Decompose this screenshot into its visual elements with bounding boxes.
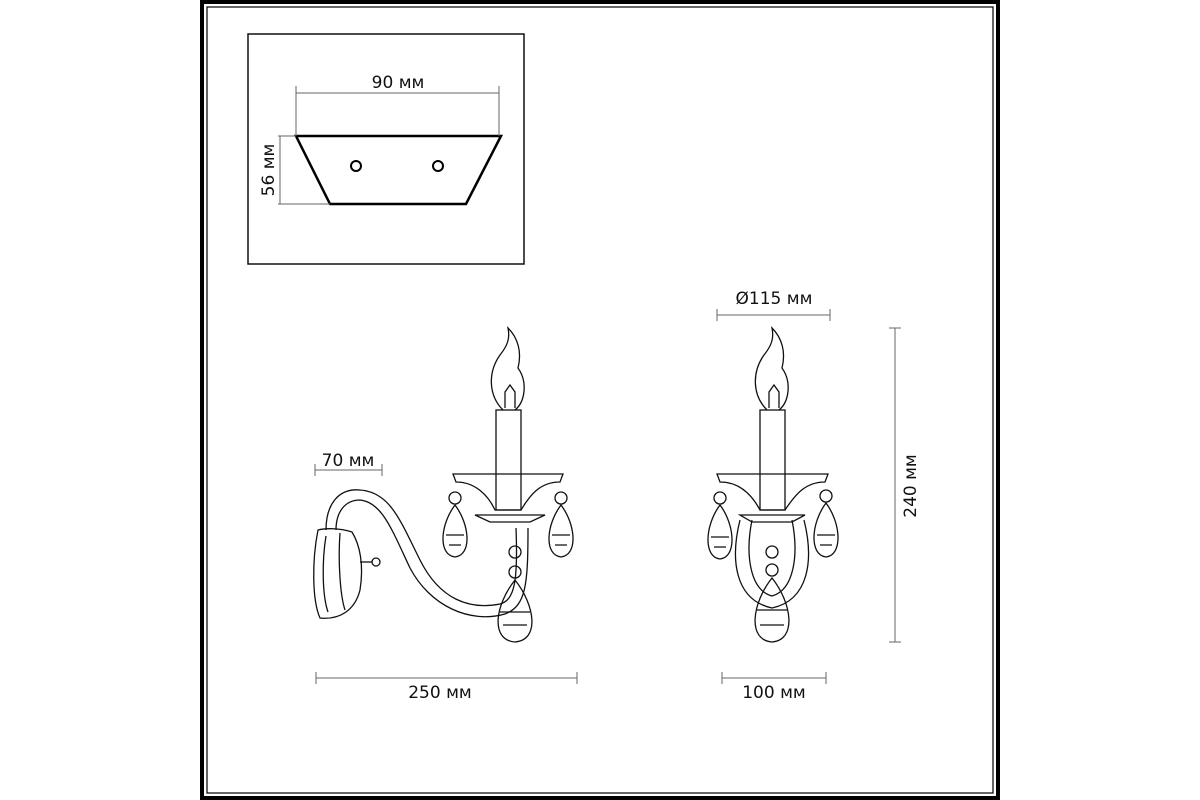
crystal-pendant [754,545,790,643]
arm-outer [325,489,518,607]
candle-sleeve [759,409,786,511]
outer-frame [200,0,1000,800]
candle-sleeve [495,409,522,511]
plate-width-label: 90 мм [372,73,425,93]
detail-box [247,33,525,265]
backplate-screw [371,557,381,567]
crystal-pendant [548,491,574,558]
wall-backplate [313,528,363,619]
crystal-pendant [707,491,733,560]
front-width-label: 100 мм [742,683,806,703]
screw-hole [432,160,444,172]
flame-bulb [754,326,789,411]
front-view-lamp: Ø115 мм 240 мм 100 мм [707,289,921,703]
front-diameter-label: Ø115 мм [736,289,813,309]
bobeche [716,473,829,511]
side-view-lamp: 70 мм 250 мм [313,326,578,703]
side-depth-label: 70 мм [322,451,375,471]
crystal-pendant [497,545,533,643]
inner-frame [206,6,994,794]
front-height-label: 240 мм [901,454,921,518]
mount-plate-shape [293,134,504,206]
arm-loop-outer [734,519,810,609]
flame-bulb [490,326,525,411]
plate-height-label: 56 мм [259,144,279,197]
arm-inner [335,499,529,618]
side-length-label: 250 мм [408,683,472,703]
crystal-pendant [813,489,839,558]
crystal-pendant [442,491,468,558]
mount-plate-detail: 90 мм 56 мм [247,33,525,265]
arm-loop-inner [748,519,796,597]
screw-hole [350,160,362,172]
bobeche [452,473,564,511]
